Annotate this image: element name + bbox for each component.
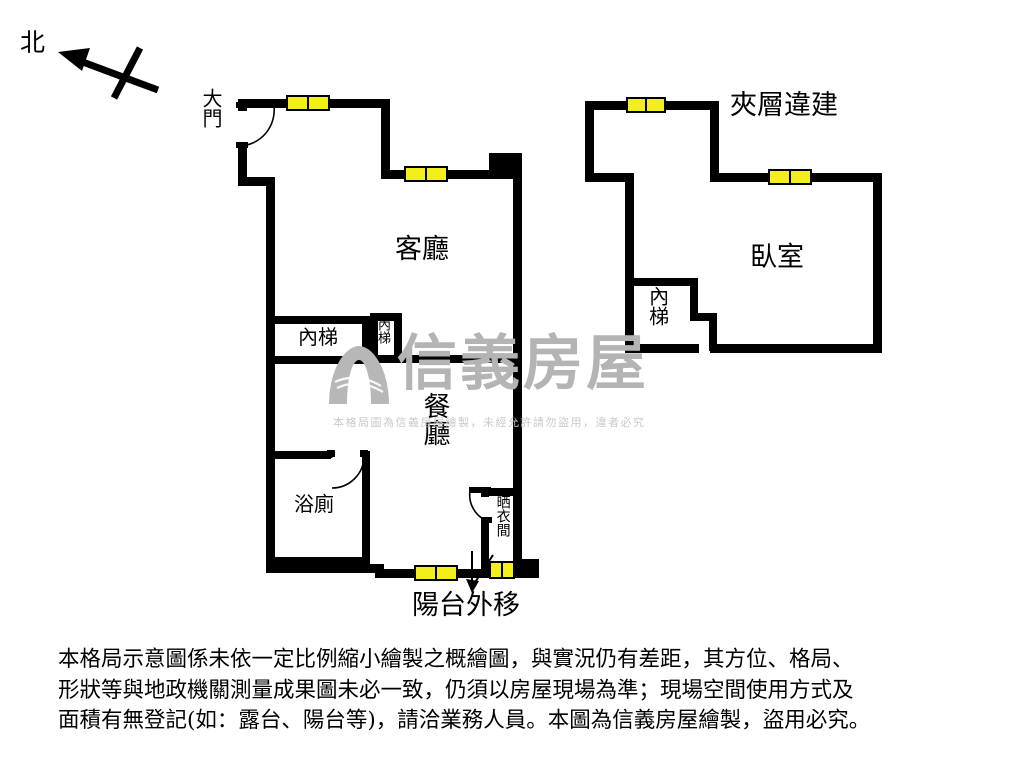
stair2-connector-wall — [394, 355, 516, 363]
stair3-wall-right-b — [709, 313, 717, 351]
disclaimer-line-2: 形狀等與地政機關測量成果圖未必一致，仍須以房屋現場為準；現場空間使用方式及 — [58, 677, 854, 703]
room-label-laundry: 晒衣間 — [494, 495, 511, 537]
main-entrance-label: 大門 — [199, 88, 223, 128]
bath-wall-right — [362, 451, 370, 565]
window-living-upper — [404, 166, 448, 182]
wall-left-jog — [238, 177, 274, 186]
wall-left-exterior — [266, 177, 275, 573]
stair2-wall-right — [394, 313, 402, 363]
wall-corner-block-leg — [513, 153, 522, 203]
stair3-wall-step — [690, 313, 716, 321]
wall-bottom-left-a — [266, 564, 384, 573]
r-wall-left-exterior — [625, 173, 634, 353]
r-wall-mid-vertical — [710, 101, 719, 181]
wall-bottom-right-block — [513, 559, 539, 578]
north-arrow-icon — [10, 18, 200, 108]
laundry-door-icon — [459, 487, 493, 529]
room-label-inner-stair-2: 內梯 — [375, 318, 390, 344]
stair1-wall-top — [275, 316, 370, 324]
room-label-bathroom: 浴廁 — [294, 492, 334, 516]
balcony-annotation-label: 陽台外移 — [412, 590, 520, 621]
r-wall-bottom-right — [710, 344, 882, 353]
window-bedroom-right — [768, 169, 812, 185]
window-laundry — [489, 561, 515, 579]
room-label-inner-stair-3: 內梯 — [645, 286, 670, 326]
r-wall-right-exterior — [873, 173, 882, 353]
r-wall-bottom-left — [625, 344, 699, 353]
wall-right-exterior — [513, 196, 522, 578]
bath-wall-bottom — [275, 557, 370, 565]
laundry-wall-top — [481, 488, 519, 496]
mezzanine-title-label: 夾層違建 — [730, 90, 838, 121]
room-label-living-room: 客廳 — [395, 234, 449, 265]
watermark-notice: 本格局圖為信義房屋繪製，未經允許請勿盜用，違者必究 — [333, 416, 646, 429]
main-door-icon — [232, 100, 288, 158]
room-label-bedroom: 臥室 — [750, 242, 804, 273]
window-balcony — [414, 565, 458, 581]
window-bedroom-top — [626, 97, 666, 113]
room-label-inner-stair-1: 內梯 — [298, 325, 338, 349]
bathroom-door-icon — [327, 450, 371, 496]
room-label-dining-room: 餐廳 — [418, 392, 450, 446]
north-label: 北 — [20, 28, 46, 57]
sinyi-logo-icon — [325, 342, 393, 406]
wall-left-upper — [238, 143, 247, 185]
stair2-wall-left — [370, 313, 378, 363]
stair1-wall-right — [362, 316, 370, 364]
window-living-top — [286, 95, 330, 111]
balcony-leader-icon — [455, 545, 515, 605]
stair3-wall-top — [625, 278, 697, 286]
laundry-wall-left — [481, 521, 489, 569]
stair1-wall-bottom — [275, 356, 370, 364]
stair2-wall-top — [370, 313, 402, 321]
bath-wall-top-a — [275, 451, 331, 459]
watermark-brand: 信義房屋 — [397, 329, 649, 399]
disclaimer-line-1: 本格局示意圖係未依一定比例縮小繪製之概繪圖，與實況仍有差距，其方位、格局、 — [58, 647, 854, 672]
stair3-wall-right-a — [690, 278, 698, 320]
r-wall-left-upper — [585, 101, 594, 181]
disclaimer: 本格局示意圖係未依一定比例縮小繪製之概繪圖，與實況仍有差距，其方位、格局、 形狀… — [58, 645, 988, 737]
disclaimer-line-3: 面積有無登記(如：露台、陽台等)，請洽業務人員。本圖為信義房屋繪製，盜用必究。 — [58, 708, 871, 734]
wall-v-upper-mid — [381, 99, 390, 173]
r-wall-left-jog — [585, 173, 633, 182]
